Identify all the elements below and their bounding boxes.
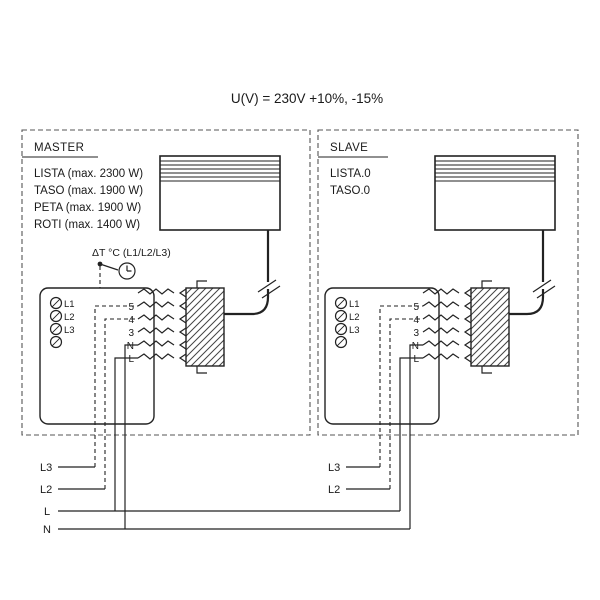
connector-body (470, 287, 510, 367)
thermostat-dial-hands (126, 265, 132, 272)
model-item: TASO (max. 1900 W) (34, 185, 143, 197)
strip-label: 5 (128, 302, 134, 313)
screw-terminal-icon (49, 296, 63, 310)
terminal-label: L3 (349, 325, 360, 336)
cable-break-icon (532, 279, 556, 299)
slave-feed-wires: L3 L2 (328, 305, 423, 529)
master-thermostat: ΔT °C (L1/L2/L3) (92, 247, 171, 333)
slave-heater-cable (509, 230, 556, 316)
feed-label: N (43, 524, 51, 536)
screw-terminal-icon (49, 322, 63, 336)
model-item: LISTA (max. 2300 W) (34, 168, 143, 180)
terminal-strip-labels: 5 4 3 N L (127, 302, 135, 365)
slave-enclosure-border (317, 129, 579, 436)
connector-body (185, 287, 225, 367)
master-label: MASTER (34, 142, 84, 154)
screw-terminal-icon (49, 309, 63, 323)
thermostat-dial-icon (118, 262, 136, 280)
connector-hatching (185, 287, 225, 367)
strip-label: N (127, 341, 134, 352)
supply-voltage-title: U(V) = 230V +10%, -15% (231, 91, 383, 106)
screw-terminal-icon (334, 335, 348, 349)
supply-bus-lines (58, 510, 410, 530)
heater-body (434, 155, 556, 231)
phase-stub-lines (58, 466, 105, 490)
slave-heater-symbol (434, 155, 556, 231)
thermostat-link-line (99, 263, 119, 271)
master-model-list: LISTA (max. 2300 W) TASO (max. 1900 W) P… (34, 168, 143, 231)
heater-body (159, 155, 281, 231)
screw-slots (336, 298, 346, 347)
input-terminal-block: L1 L2 L3 (49, 296, 75, 349)
heater-fins (435, 160, 555, 182)
strip-label: 4 (413, 315, 419, 326)
phase-wires-dashed (94, 305, 138, 489)
strip-label: 3 (128, 328, 134, 339)
master-plug-connector (178, 280, 225, 374)
screw-terminal-icon (334, 322, 348, 336)
terminal-strip-labels: 5 4 3 N L (412, 302, 420, 365)
model-item: PETA (max. 1900 W) (34, 202, 141, 214)
phase-wires-dashed (379, 305, 423, 489)
heater-fins (160, 160, 280, 182)
cable-lower (224, 289, 270, 316)
master-junction-box: L1 L2 L3 5 4 3 N L (39, 287, 175, 425)
feed-label: L3 (328, 462, 340, 474)
strip-label: N (412, 341, 419, 352)
strip-label: L (413, 354, 419, 365)
slave-label: SLAVE (330, 142, 368, 154)
screw-terminal-icon (49, 335, 63, 349)
master-section: MASTER LISTA (max. 2300 W) TASO (max. 19… (21, 129, 311, 536)
terminal-strip-contacts (137, 288, 175, 360)
slave-plug-connector (463, 280, 510, 374)
strip-label: 4 (128, 315, 134, 326)
slave-junction-box: L1 L2 L3 5 4 3 N L (324, 287, 460, 425)
terminal-label: L2 (349, 312, 360, 323)
slave-section: SLAVE LISTA.0 TASO.0 L1 L2 (317, 129, 579, 529)
input-terminal-block: L1 L2 L3 (334, 296, 360, 349)
cable-break-icon (257, 279, 281, 299)
screw-slots (51, 298, 61, 347)
terminal-strip-contacts (422, 288, 460, 360)
model-item: LISTA.0 (330, 168, 371, 180)
model-item: ROTI (max. 1400 W) (34, 219, 140, 231)
screw-terminal-icon (334, 296, 348, 310)
terminal-label: L1 (349, 299, 360, 310)
screw-terminal-icon (334, 309, 348, 323)
connector-contact-teeth (178, 288, 187, 363)
connector-hatching (470, 287, 510, 367)
strip-label: 5 (413, 302, 419, 313)
feed-label: L (44, 506, 50, 518)
connector-latch-hooks (196, 280, 207, 374)
terminal-label: L1 (64, 299, 75, 310)
master-heater-cable (224, 230, 281, 316)
terminal-label: L3 (64, 325, 75, 336)
line-neutral-wires (399, 344, 423, 529)
cable-lower (509, 289, 545, 316)
master-enclosure-border (21, 129, 311, 436)
strip-label: 3 (413, 328, 419, 339)
model-item: TASO.0 (330, 185, 370, 197)
feed-label: L2 (328, 484, 340, 496)
connector-contact-teeth (463, 288, 472, 363)
strip-label: L (128, 354, 134, 365)
master-feed-wires: L3 L2 L N (40, 305, 138, 536)
phase-stub-lines (346, 466, 390, 490)
master-heater-symbol (159, 155, 281, 231)
terminal-label: L2 (64, 312, 75, 323)
thermostat-label: ΔT °C (L1/L2/L3) (92, 247, 171, 259)
connector-latch-hooks (481, 280, 492, 374)
feed-label: L2 (40, 484, 52, 496)
line-neutral-wires (114, 344, 138, 529)
slave-model-list: LISTA.0 TASO.0 (330, 168, 371, 197)
feed-label: L3 (40, 462, 52, 474)
